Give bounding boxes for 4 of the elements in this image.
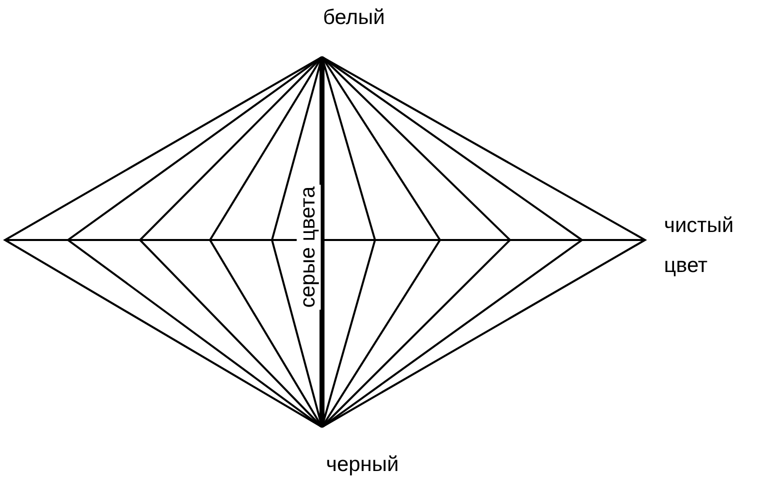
axis-label: серые цвета — [297, 184, 321, 310]
vertex-label: чистый цвет — [664, 213, 735, 279]
vertex-label: белый — [323, 6, 385, 30]
vertex-label: черный — [326, 453, 399, 477]
